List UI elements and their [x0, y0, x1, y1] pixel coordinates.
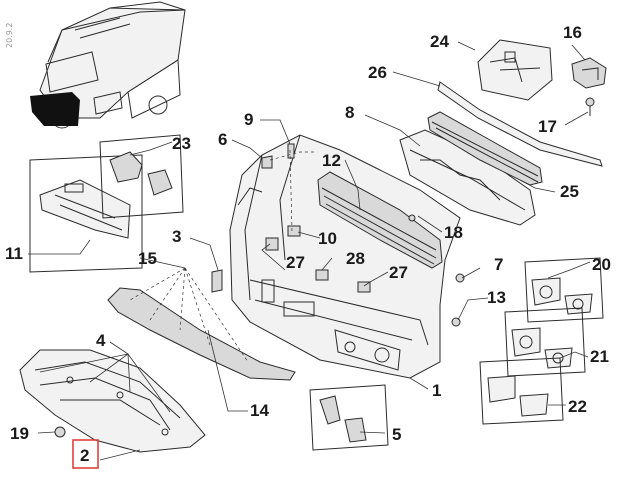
- pin-9: [287, 143, 295, 159]
- callout-16[interactable]: 16: [563, 23, 582, 42]
- callout-13[interactable]: 13: [487, 288, 506, 307]
- callout-27b[interactable]: 27: [389, 263, 408, 282]
- clip-28: [315, 269, 329, 281]
- under-tray: [19, 349, 206, 453]
- callout-22[interactable]: 22: [568, 397, 587, 416]
- callout-14[interactable]: 14: [250, 401, 269, 420]
- grille-mesh: [317, 171, 443, 269]
- clip-7: [455, 273, 465, 283]
- callout-15[interactable]: 15: [138, 249, 157, 268]
- leader-lines: [28, 41, 591, 461]
- callout-1[interactable]: 1: [432, 381, 441, 400]
- watermark: 20.9.2: [5, 23, 14, 48]
- callout-11[interactable]: 11: [5, 244, 23, 263]
- callout-17[interactable]: 17: [538, 117, 557, 136]
- callout-18[interactable]: 18: [444, 223, 463, 242]
- van-front-bumper-highlight: [30, 92, 80, 126]
- bracket-16: [571, 57, 607, 89]
- clip-6: [261, 155, 273, 169]
- callout-8[interactable]: 8: [345, 103, 354, 122]
- callout-21[interactable]: 21: [590, 347, 609, 366]
- callout-26[interactable]: 26: [368, 63, 387, 82]
- callout-9[interactable]: 9: [244, 110, 253, 129]
- reinforcement-group: [29, 154, 143, 273]
- callout-7[interactable]: 7: [494, 255, 503, 274]
- callout-27a[interactable]: 27: [286, 253, 305, 272]
- screw-17: [585, 97, 595, 116]
- selected-callout-box: [72, 439, 99, 469]
- callout-19[interactable]: 19: [10, 424, 29, 443]
- bezel-group-22: [479, 357, 564, 425]
- callouts: 1 2 3 4 5 6 7 8 9 10 11 12 13 14 15 16 1…: [5, 23, 611, 465]
- screw-19: [54, 426, 66, 438]
- callout-6[interactable]: 6: [218, 130, 227, 149]
- callout-28[interactable]: 28: [346, 249, 365, 268]
- clips-group: [99, 134, 184, 219]
- trim-strip: [437, 81, 603, 167]
- hardware: [54, 143, 465, 438]
- callout-5[interactable]: 5: [392, 425, 401, 444]
- callout-3[interactable]: 3: [172, 227, 181, 246]
- clip-3: [211, 269, 223, 293]
- upper-grille-mesh: [427, 111, 543, 186]
- callout-24[interactable]: 24: [430, 32, 449, 51]
- callout-4[interactable]: 4: [96, 331, 106, 350]
- clip-18: [408, 214, 416, 222]
- clip-27a: [265, 237, 279, 251]
- callout-23[interactable]: 23: [172, 134, 191, 153]
- callout-12[interactable]: 12: [322, 151, 341, 170]
- callout-10[interactable]: 10: [318, 229, 337, 248]
- van-illustration: [30, 1, 186, 129]
- bezel-group-21: [504, 307, 586, 377]
- bezel-group-20: [524, 257, 604, 323]
- clip-10: [287, 225, 301, 237]
- bracket-24: [477, 39, 553, 101]
- bumper-main: [229, 134, 461, 379]
- lip-spoiler: [107, 287, 296, 381]
- callout-20[interactable]: 20: [592, 255, 611, 274]
- callout-2[interactable]: 2: [80, 446, 89, 465]
- clip-27b: [357, 281, 371, 293]
- callout-25[interactable]: 25: [560, 182, 579, 201]
- brackets-5: [309, 384, 389, 451]
